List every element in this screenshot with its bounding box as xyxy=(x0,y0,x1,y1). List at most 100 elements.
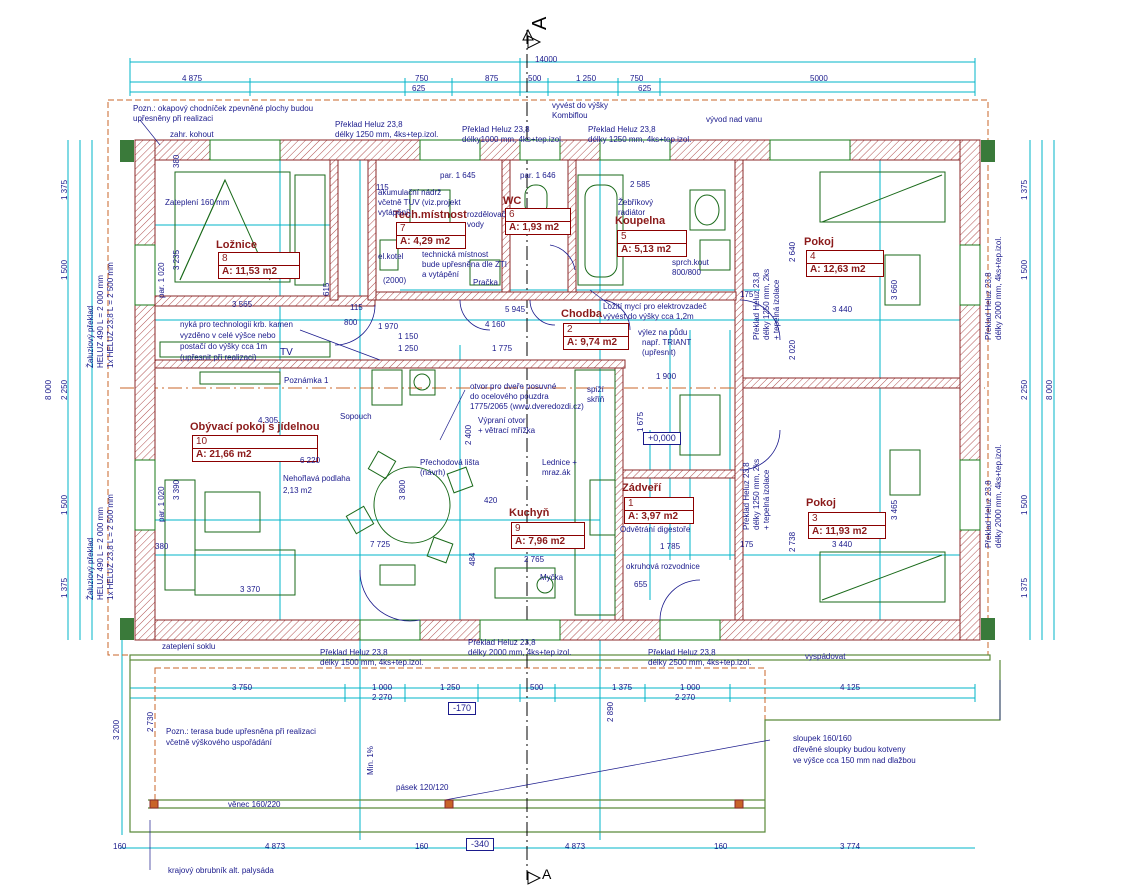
note-sink: Myčka xyxy=(540,573,564,582)
note-tech-3: a vytápění xyxy=(422,270,459,279)
room-wc: WC 6 A: 1,93 m2 xyxy=(503,195,571,235)
note-slide-2: do ocelového pouzdra xyxy=(470,392,549,401)
note-fire-1: nyká pro technologii krb. kamen xyxy=(180,320,293,329)
room-name: Ložnice xyxy=(216,239,257,251)
note-fire-4: (upřesnit při realizaci) xyxy=(180,353,257,362)
note-fire-3: postačí do výšky cca 1m xyxy=(180,342,268,351)
room-area: A: 1,93 m2 xyxy=(506,221,570,234)
note-blind-right-b-1: Překlad Heluz 23,8 xyxy=(984,480,993,548)
room-number: 7 xyxy=(400,223,406,234)
dim-left-7: 3 200 xyxy=(112,719,121,740)
room-area: A: 11,93 m2 xyxy=(809,525,885,538)
note-mid-lintel-2: délky 1250 mm, 2ks xyxy=(762,268,771,340)
dim-inner: 115 xyxy=(376,183,389,192)
note-washer: Pračka xyxy=(473,278,498,287)
note-lintel-c-1: Překlad Heluz 23,8 xyxy=(588,125,656,134)
section-mark-bottom: A xyxy=(542,866,552,882)
dim-inner: 3 440 xyxy=(832,540,853,549)
note-blind-left-b-3: 1x HELUZ 23,8 L = 2 500 mm xyxy=(106,494,115,600)
note-blind-right-1: Překlad Heluz 23,8 xyxy=(984,272,993,340)
dim-left-2: 1 500 xyxy=(60,259,69,280)
dim-inner: 380 xyxy=(172,154,181,168)
note-blind-left-2: HELUZ 490 L = 2 000 mm xyxy=(96,275,105,368)
note-post-2: dřevěné sloupky budou kotveny xyxy=(793,745,906,754)
note-attic-3: (upřesnit) xyxy=(642,348,676,357)
dim-inner: 615 xyxy=(322,282,331,296)
note-lintel-f-1: Překlad Heluz 23,8 xyxy=(648,648,716,657)
note-blind-left-1: Žaluziový překlad xyxy=(86,305,95,368)
room-area: A: 9,74 m2 xyxy=(564,336,628,349)
note-wash-2: vývést do výšky cca 1,2m xyxy=(603,312,694,321)
dim-bot-13: 160 xyxy=(714,842,728,851)
dim-inner: 800 xyxy=(344,318,358,327)
dim-top-1: 4 875 xyxy=(182,74,203,83)
note-low-lintel-3: + tepelná izolace xyxy=(762,469,771,530)
note-tech-2: bude upřesněna dle ZTI xyxy=(422,260,507,269)
room-number: 9 xyxy=(515,523,521,534)
note-wash-1: Ložití mycí pro elektrovzadeč xyxy=(603,302,707,311)
dim-inner: 2 400 xyxy=(464,424,473,445)
dim-inner: 2 020 xyxy=(788,339,797,360)
note-shower-1: sprch.kout xyxy=(672,258,709,267)
note-min-slope: Min. 1% xyxy=(366,746,375,775)
room-name: Pokoj xyxy=(806,497,836,509)
dim-top-overall: 14000 xyxy=(535,55,558,64)
room-pokoj-3: Pokoj 3 A: 11,93 m2 xyxy=(806,497,886,539)
note-slide-1: otvor pro dveře posuvné xyxy=(470,382,557,391)
note-sidewalk-2: upřesněny při realizaci xyxy=(133,114,214,123)
note-lintel-b-1: Překlad Heluz 23,8 xyxy=(462,125,530,134)
note-mid-lintel-3: + tepelná izolace xyxy=(772,279,781,340)
room-number: 4 xyxy=(810,251,816,262)
dim-left-5: 1 500 xyxy=(60,494,69,515)
note-dist-2: vody xyxy=(467,220,484,229)
dim-inner: par. 1 645 xyxy=(440,171,476,180)
room-number: 1 xyxy=(628,498,634,509)
note-tech-1: technická místnost xyxy=(422,250,489,259)
room-name: Pokoj xyxy=(804,236,834,248)
dim-inner: 3 235 xyxy=(172,249,181,270)
dim-right-5: 1 500 xyxy=(1020,494,1029,515)
note-floor-2: 2,13 m2 xyxy=(283,486,312,495)
dim-inner: (2000) xyxy=(383,276,407,285)
dim-inner: 3 440 xyxy=(832,305,853,314)
dim-left-6: 1 375 xyxy=(60,577,69,598)
dim-inner: 420 xyxy=(484,496,498,505)
note-hood: Odvětrání digestoře xyxy=(620,525,691,534)
dim-top-6: 750 xyxy=(630,74,644,83)
level-terrace: -170 xyxy=(448,702,477,715)
note-dist-1: rozdělovač xyxy=(467,210,506,219)
room-number: 10 xyxy=(196,436,208,447)
note-lintel-d-1: Překlad Heluz 23,8 xyxy=(320,648,388,657)
dim-inner: 1 785 xyxy=(660,542,681,551)
note-lintel-c-2: délky 1250 mm, 4ks+tep.izol. xyxy=(588,135,692,144)
dim-top-2: 750 xyxy=(415,74,429,83)
room-name: Tech.místnost xyxy=(393,209,467,221)
note-boiler: el.kotel xyxy=(378,252,404,261)
note-tank-1: akumulační nádrž xyxy=(378,188,442,197)
dim-inner: 175 xyxy=(740,540,754,549)
note-tank-2: včetně TUV (viz.projekt xyxy=(378,198,461,207)
room-area: A: 11,53 m2 xyxy=(219,265,299,278)
dim-inner: 3 565 xyxy=(232,300,253,309)
note-blind-left-b-1: Žaluziový překlad xyxy=(86,537,95,600)
dim-right-1: 1 375 xyxy=(1020,179,1029,200)
dim-inner: 3 465 xyxy=(890,499,899,520)
note-curb: krajový obrubník alt. palysáda xyxy=(168,866,274,875)
note-blind-right-2: délky 2000 mm, 4ks+tep.izol. xyxy=(994,236,1003,340)
section-mark-top: A xyxy=(529,16,551,30)
room-zadveri: Zádveří 1 A: 3,97 m2 xyxy=(622,482,694,524)
note-dist-box: okruhová rozvodnice xyxy=(626,562,700,571)
dim-inner: 7 725 xyxy=(370,540,391,549)
note-post-3: ve výšce cca 150 mm nad dlažbou xyxy=(793,756,916,765)
note-combi-2: Kombiflou xyxy=(552,111,588,120)
room-chodba: Chodba 2 A: 9,74 m2 xyxy=(561,308,629,350)
note-bath-out: vývod nad vanu xyxy=(706,115,763,124)
dim-inner: 175 xyxy=(740,290,754,299)
note-post-1: sloupek 160/160 xyxy=(793,734,852,743)
note-slide-4: Výpraní otvor xyxy=(478,416,526,425)
dim-bot-8: 2 270 xyxy=(372,693,393,702)
dim-inner: 3 800 xyxy=(398,479,407,500)
dim-inner: 6 220 xyxy=(300,456,321,465)
dim-inner: 4 160 xyxy=(485,320,506,329)
note-tv: TV xyxy=(280,347,293,358)
